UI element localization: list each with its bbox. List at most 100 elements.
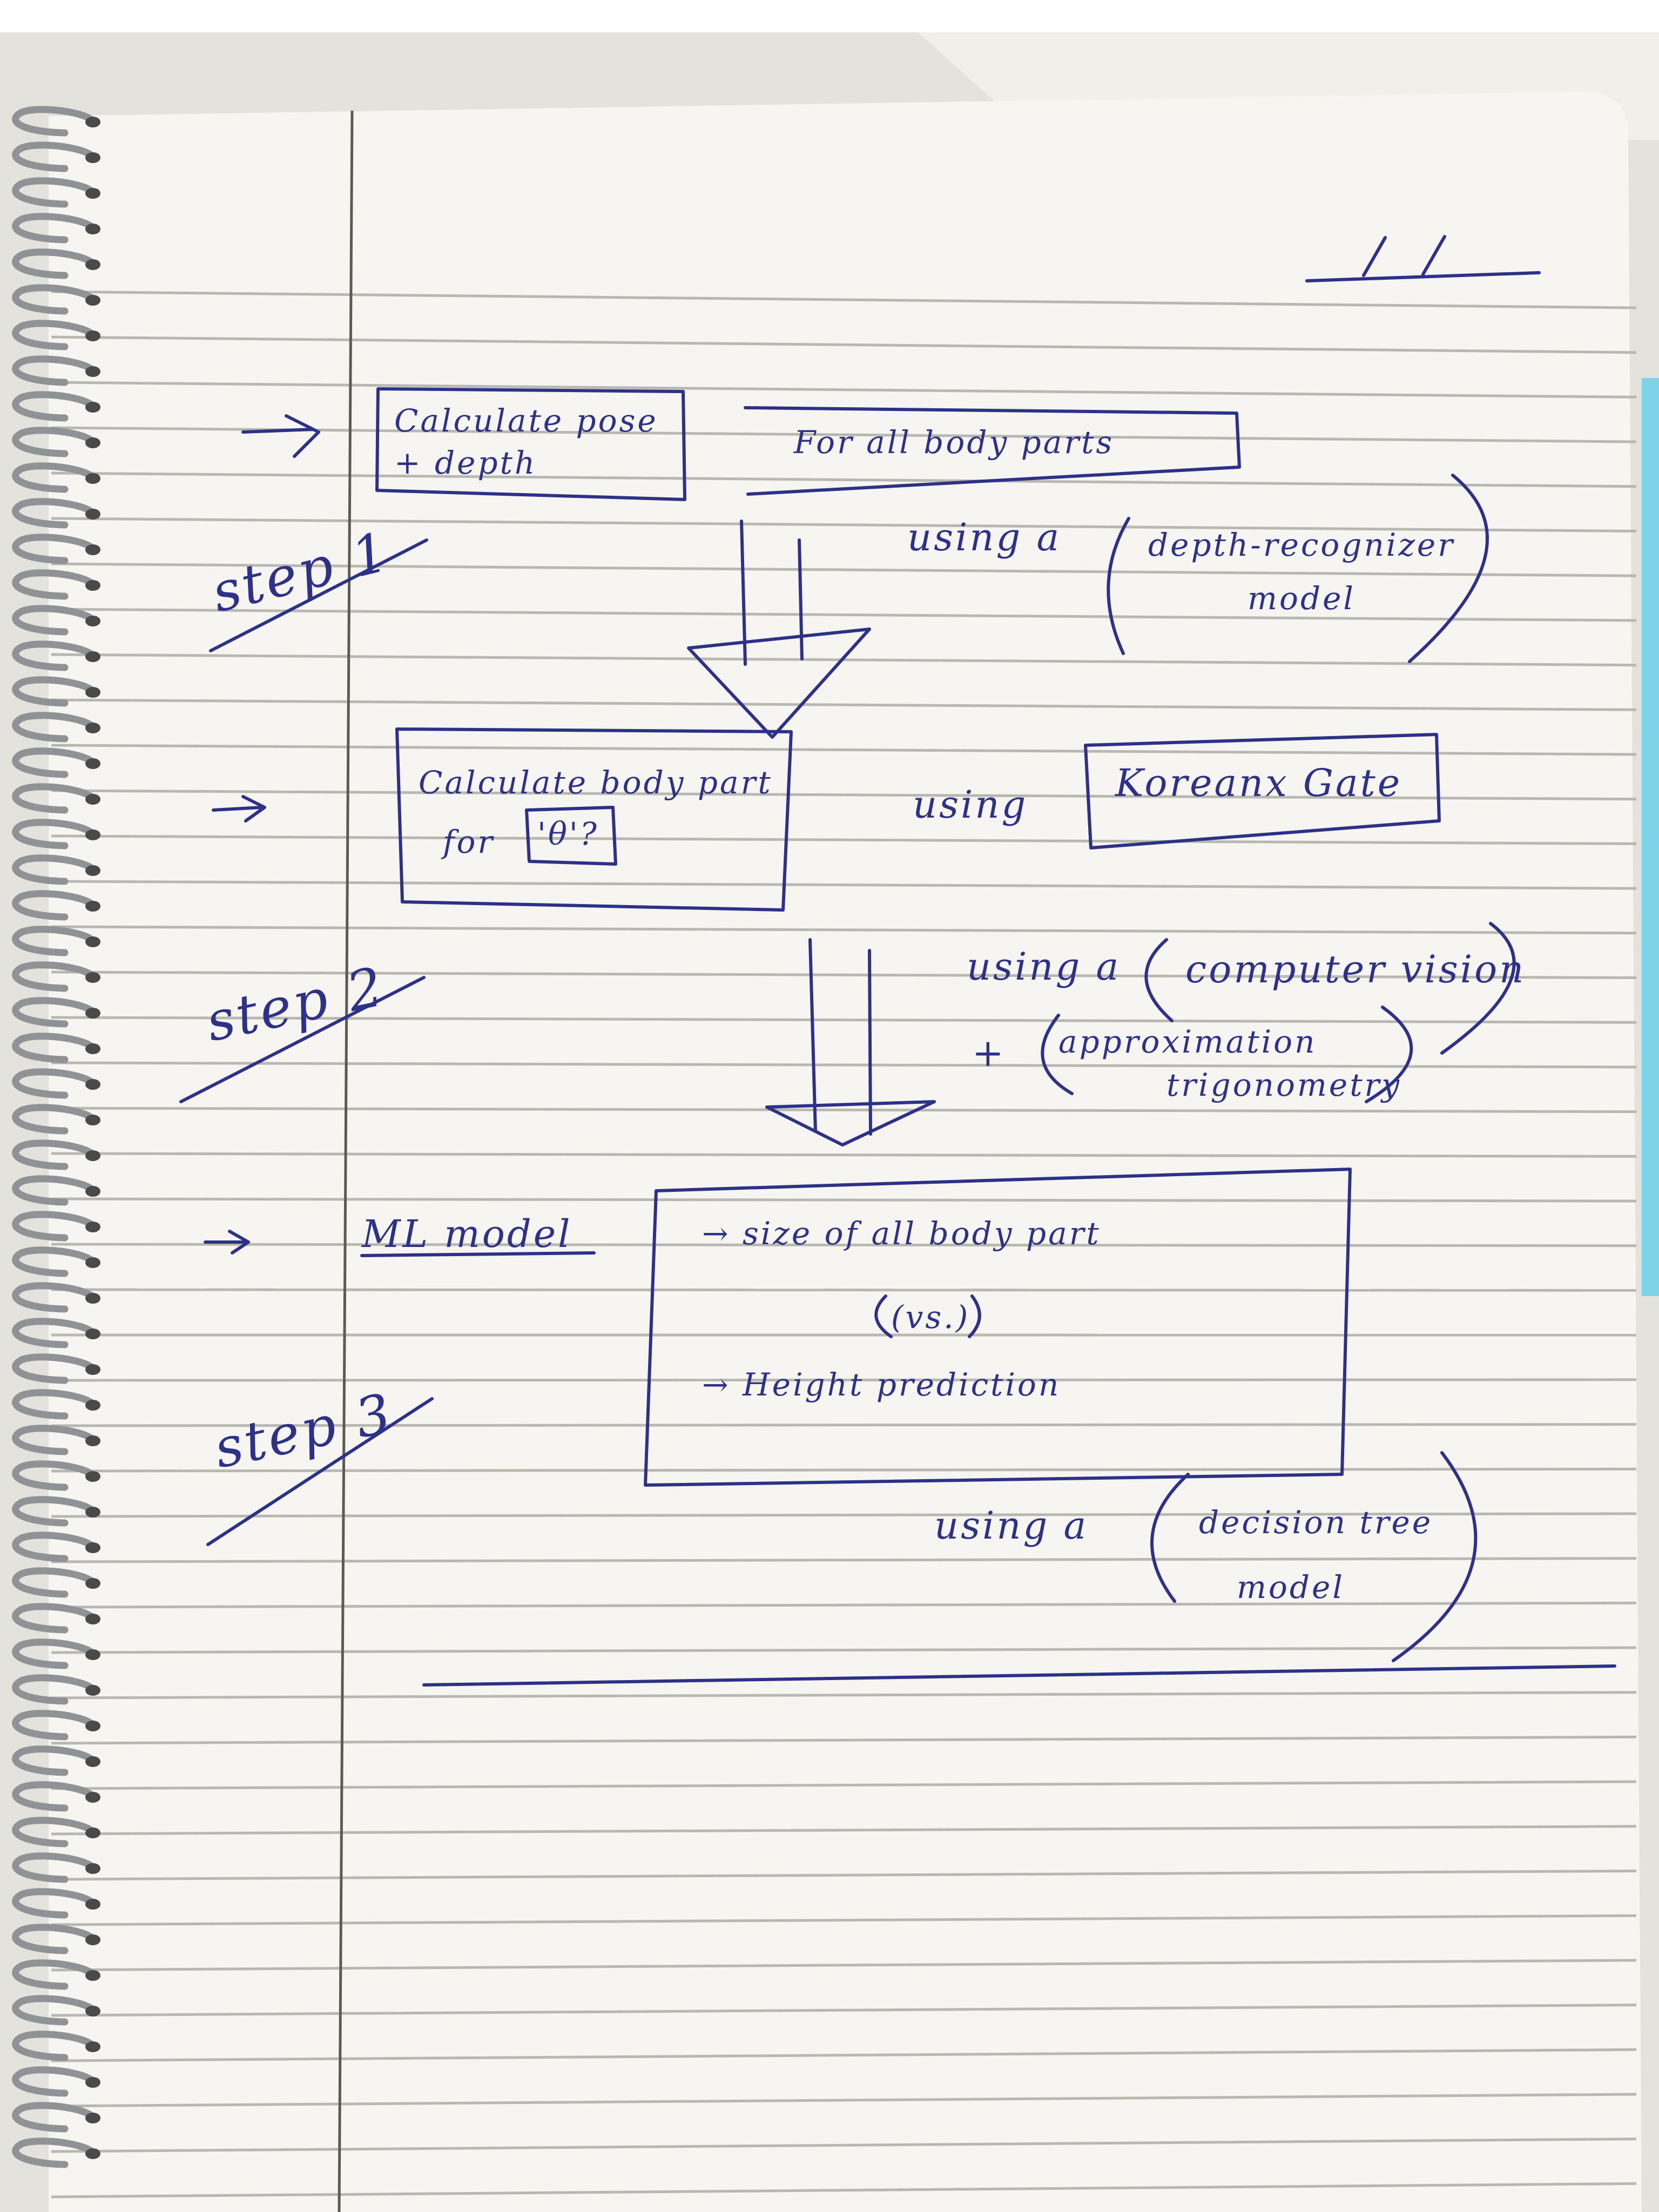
spiral-coil (12, 498, 96, 529)
ruled-line (51, 925, 1637, 935)
theta-text: 'θ'? (537, 815, 599, 852)
spiral-coil (12, 569, 96, 600)
spiral-hole (85, 1222, 100, 1232)
ruled-line (51, 970, 1637, 979)
spiral-coil (12, 427, 96, 457)
ruled-line (51, 880, 1637, 890)
vs-text: (vs.) (891, 1299, 970, 1336)
paren-depth-close (1408, 474, 1489, 663)
spiral-coil (12, 1211, 96, 1242)
ruled-line (51, 789, 1637, 801)
box-theta (525, 806, 617, 866)
using-a-text-2: using a (967, 945, 1121, 989)
spiral-hole (85, 1792, 100, 1803)
date-slash-1 (1362, 236, 1387, 277)
handwriting-strokes (179, 235, 1616, 1687)
ruled-line (51, 1423, 1637, 1427)
approximation-text: approximation (1058, 1023, 1317, 1060)
spiral-hole (85, 936, 100, 947)
underline-step1 (209, 538, 428, 652)
using-a-text-3: using a (934, 1503, 1089, 1548)
ruled-line (51, 1646, 1637, 1654)
paren-cv-close (1440, 922, 1516, 1055)
ruled-line (51, 1825, 1637, 1836)
ruled-line (51, 1959, 1637, 1972)
spiral-coil (12, 1425, 96, 1455)
box-body-parts (744, 406, 1241, 496)
spiral-hole (85, 2113, 100, 2123)
for-all-body-parts-text: For all body parts (794, 424, 1115, 461)
ruled-line (51, 1152, 1637, 1158)
spiral-coil (12, 926, 96, 956)
box-koreanx-gate (1084, 733, 1441, 849)
box-calculate-body-part (395, 727, 793, 912)
spiral-hole (85, 580, 100, 591)
paren-cv-open (1144, 938, 1174, 1022)
spiral-hole (85, 1435, 100, 1446)
ruled-line (51, 834, 1637, 845)
spiral-coil (12, 1532, 96, 1562)
spiral-hole (85, 1293, 100, 1304)
size-of-all-body-part-text: → size of all body part (702, 1215, 1101, 1252)
spiral-coil (12, 355, 96, 386)
spiral-coil (12, 462, 96, 493)
paren-vs (874, 1294, 981, 1338)
ruled-line (51, 1061, 1637, 1069)
spiral-hole (85, 1043, 100, 1054)
spiral-coil (12, 1460, 96, 1491)
spiral-coil (12, 1033, 96, 1063)
ruled-line (51, 1691, 1637, 1700)
spiral-coil (12, 1175, 96, 1206)
spiral-coil (12, 1745, 96, 1776)
spiral-coil (12, 1781, 96, 1812)
paren-approx-open (1041, 1014, 1074, 1095)
spiral-hole (85, 295, 100, 306)
spiral-hole (85, 2006, 100, 2017)
koreanx-gate-text: Koreanx Gate (1115, 761, 1402, 805)
for-text: for (443, 824, 495, 860)
decision-tree-text: decision tree (1199, 1504, 1433, 1541)
spiral-hole (85, 1542, 100, 1553)
date-line (1305, 271, 1541, 282)
spiral-hole (85, 366, 100, 377)
spiral-hole (85, 1649, 100, 1660)
spiral-hole (85, 473, 100, 484)
spiral-coil (12, 1318, 96, 1348)
arrow-step2-bullet (212, 795, 266, 822)
spiral-coil (12, 1674, 96, 1705)
down-arrow-2 (765, 938, 936, 1147)
paren-tree-close (1392, 1451, 1478, 1662)
ruled-line (51, 2048, 1637, 2062)
spiral-binding (12, 106, 100, 2168)
spiral-hole (85, 651, 100, 662)
spiral-hole (85, 544, 100, 555)
spiral-hole (85, 1827, 100, 1838)
spiral-hole (85, 509, 100, 520)
spiral-coil (12, 248, 96, 279)
spiral-hole (85, 723, 100, 733)
ruled-line (51, 1557, 1637, 1563)
ruled-line (51, 2137, 1637, 2153)
ruled-line (51, 1735, 1637, 1745)
date-slash-2 (1421, 235, 1446, 276)
spiral-hole (85, 901, 100, 912)
ruled-line (51, 1601, 1637, 1609)
spiral-hole (85, 865, 100, 876)
spiral-coil (12, 854, 96, 885)
ruled-line (51, 1243, 1637, 1247)
spiral-hole (85, 2077, 100, 2088)
spiral-hole (85, 1079, 100, 1090)
spiral-hole (85, 1008, 100, 1019)
cyan-edge (1642, 378, 1659, 1296)
model-text: model (1237, 1569, 1345, 1606)
underline-ml-model (360, 1251, 596, 1257)
underline-step3 (206, 1397, 434, 1546)
spiral-hole (85, 1863, 100, 1874)
spiral-coil (12, 819, 96, 849)
calculate-body-part-text: Calculate body part (419, 764, 773, 801)
spiral-hole (85, 1364, 100, 1375)
down-arrow-1 (687, 520, 871, 739)
spiral-coil (12, 1068, 96, 1099)
plus-text: + (972, 1031, 1006, 1075)
ml-model-text: ML model (362, 1212, 572, 1256)
